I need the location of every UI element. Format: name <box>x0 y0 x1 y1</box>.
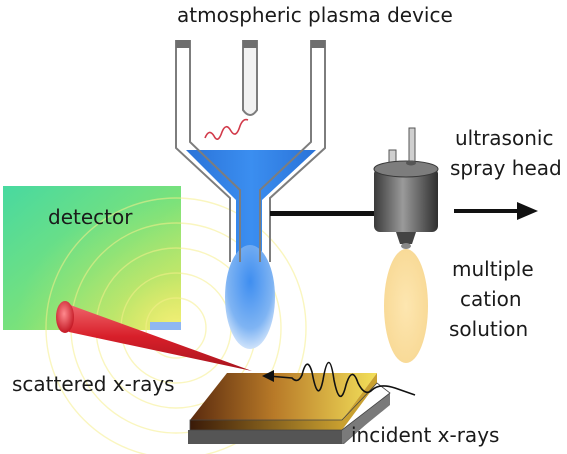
scattered-cone <box>56 301 252 371</box>
incident-wave <box>267 361 416 398</box>
motion-arrow <box>454 202 538 220</box>
scattered-label: scattered x-rays <box>12 372 175 396</box>
plasma-funnel <box>186 150 316 258</box>
incident-label: incident x-rays <box>351 423 500 447</box>
spray-label-line1: ultrasonic <box>455 126 554 150</box>
device-label: atmospheric plasma device <box>177 3 453 27</box>
spray-plume <box>384 249 428 363</box>
solution-label-line3: solution <box>449 317 529 341</box>
incident-arrowhead <box>262 370 274 382</box>
detector-label: detector <box>48 205 133 229</box>
substrate <box>188 373 391 444</box>
spray-head <box>373 127 439 249</box>
plasma-device <box>175 40 326 349</box>
connecting-arm <box>270 211 380 216</box>
detector-panel <box>3 186 307 454</box>
spray-label-line2: spray head <box>450 156 562 180</box>
plasma-spark <box>204 118 249 140</box>
solution-label-line2: cation <box>460 287 522 311</box>
solution-label-line1: multiple <box>452 257 534 281</box>
plasma-plume <box>225 245 275 349</box>
